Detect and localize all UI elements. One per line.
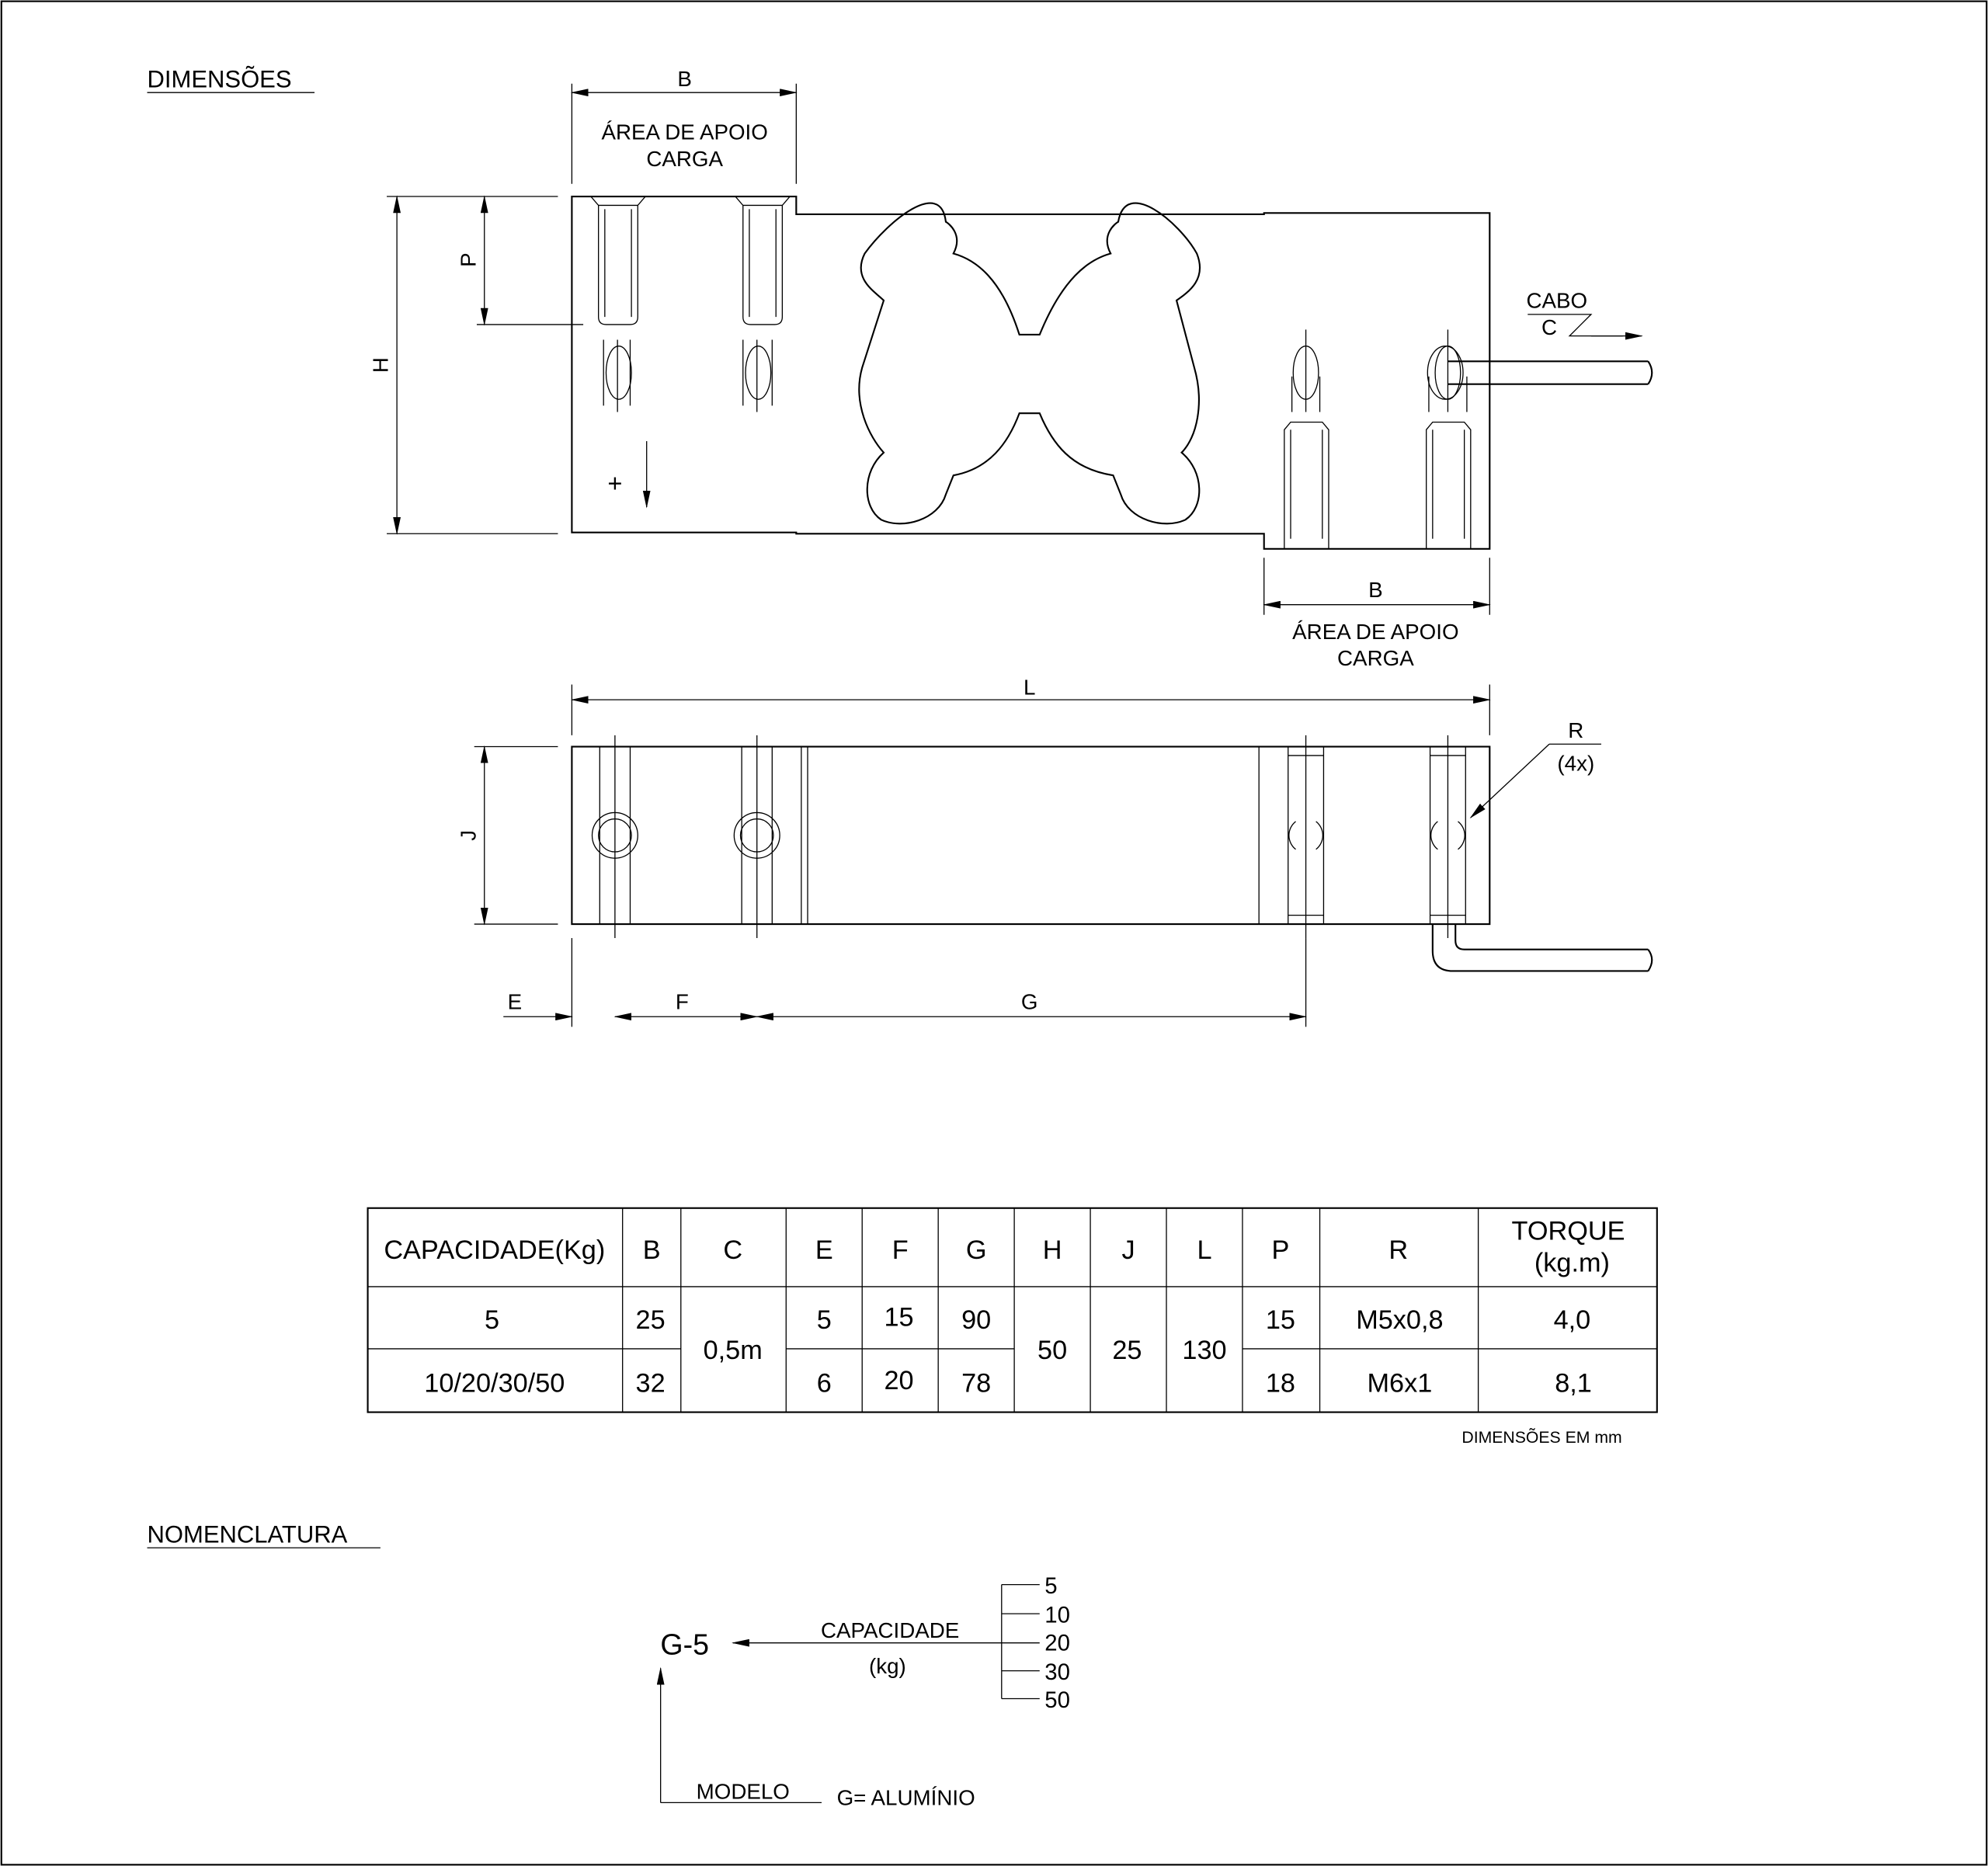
support-area-top: ÁREA DE APOIO — [601, 120, 767, 144]
header-capacity: CAPACIDADE(Kg) — [384, 1235, 605, 1265]
l-label: L — [1024, 676, 1035, 700]
cell-l-shared: 130 — [1182, 1336, 1226, 1365]
cell-f: 20 — [885, 1366, 914, 1395]
model-value: G= ALUMÍNIO — [837, 1786, 975, 1810]
cable-label: CABO — [1526, 289, 1587, 313]
capacity-unit: (kg) — [869, 1654, 906, 1678]
b-label-top: B — [677, 67, 692, 91]
model-label: MODELO — [697, 1779, 790, 1803]
cell-capacity: 10/20/30/50 — [424, 1368, 565, 1398]
cell-capacity: 5 — [485, 1305, 499, 1335]
header-b: B — [643, 1235, 661, 1265]
cable-top — [1431, 924, 1653, 972]
cell-b: 32 — [636, 1368, 666, 1398]
p-label: P — [456, 252, 480, 267]
cell-c-shared: 0,5m — [704, 1336, 763, 1365]
header-h: H — [1043, 1235, 1062, 1265]
cell-g: 90 — [961, 1305, 991, 1335]
cell-r: M5x0,8 — [1356, 1305, 1443, 1335]
cell-torque: 4,0 — [1554, 1305, 1591, 1335]
j-label: J — [456, 830, 480, 841]
header-p: P — [1272, 1235, 1290, 1265]
nomenclature: G-5 CAPACIDADE (kg) 5 10 20 30 50 MODELO… — [656, 1573, 1070, 1810]
side-view: B ÁREA DE APOIO CARGA H P + CABO C B ÁRE… — [369, 67, 1653, 670]
cell-j-shared: 25 — [1112, 1336, 1142, 1365]
f-label: F — [676, 989, 689, 1013]
top-view: L R (4x) J E F G — [456, 676, 1653, 1027]
header-torque-unit: (kg.m) — [1534, 1248, 1610, 1277]
cell-p: 18 — [1266, 1368, 1295, 1398]
nomenclature-title: NOMENCLATURA — [148, 1521, 348, 1548]
capacity-option: 50 — [1044, 1687, 1070, 1713]
capacity-option: 30 — [1044, 1659, 1070, 1685]
r-count: (4x) — [1557, 752, 1594, 776]
plus-sign: + — [607, 468, 622, 497]
load-bottom: CARGA — [1337, 646, 1414, 670]
header-f: F — [892, 1235, 909, 1265]
r-label: R — [1568, 718, 1583, 742]
cell-torque: 8,1 — [1555, 1368, 1592, 1398]
cell-p: 15 — [1266, 1305, 1295, 1335]
g-label: G — [1021, 989, 1038, 1013]
cell-b: 25 — [636, 1305, 666, 1335]
cell-r: M6x1 — [1367, 1368, 1432, 1398]
capacity-label: CAPACIDADE — [821, 1618, 959, 1642]
dimensions-title: DIMENSÕES — [148, 66, 292, 93]
load-top: CARGA — [646, 147, 723, 171]
cell-h-shared: 50 — [1037, 1336, 1067, 1365]
h-label: H — [369, 357, 393, 373]
cell-f: 15 — [885, 1303, 914, 1333]
model-code: G-5 — [660, 1628, 709, 1660]
header-r: R — [1388, 1235, 1408, 1265]
cell-e: 6 — [817, 1368, 832, 1398]
capacity-option: 5 — [1044, 1573, 1057, 1599]
capacity-option: 20 — [1044, 1630, 1070, 1656]
dimensions-table: CAPACIDADE(Kg) B C E F G H J L P R TORQU… — [367, 1207, 1658, 1447]
header-j: J — [1121, 1235, 1135, 1265]
support-area-bottom: ÁREA DE APOIO — [1292, 620, 1458, 644]
header-l: L — [1197, 1235, 1211, 1265]
header-c: C — [723, 1235, 742, 1265]
capacity-option: 10 — [1044, 1603, 1070, 1628]
c-label: C — [1541, 315, 1557, 339]
header-torque: TORQUE — [1512, 1217, 1625, 1246]
header-e: E — [815, 1235, 833, 1265]
units-note: DIMENSÕES EM mm — [1461, 1427, 1621, 1447]
cell-g: 78 — [961, 1368, 991, 1398]
header-g: G — [966, 1235, 987, 1265]
cable — [1448, 360, 1653, 385]
e-label: E — [508, 989, 523, 1013]
b-label-bottom: B — [1368, 578, 1383, 602]
cell-e: 5 — [817, 1305, 832, 1335]
